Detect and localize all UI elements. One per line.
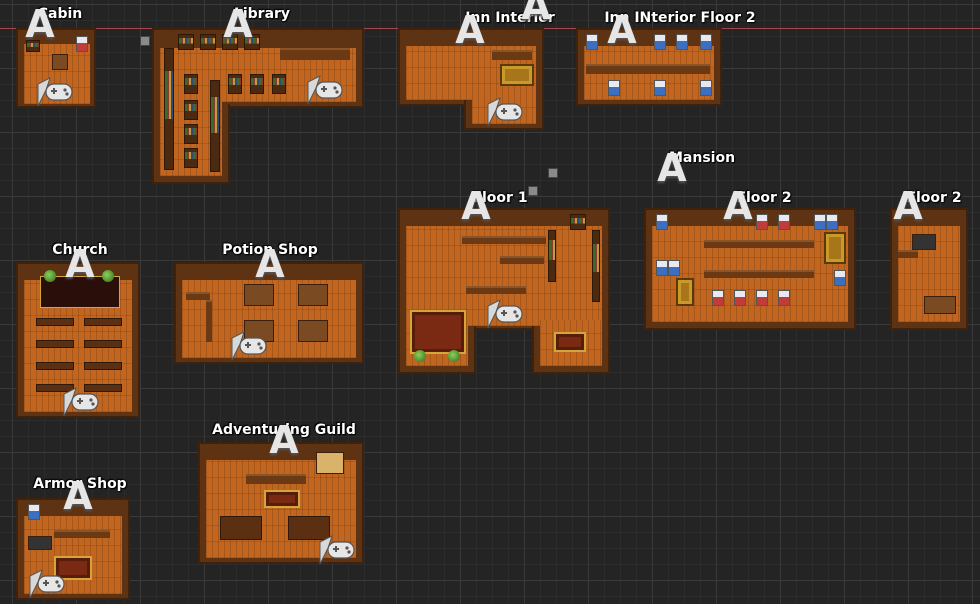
- autorun-event-icon[interactable]: A: [657, 146, 687, 190]
- autorun-event-icon[interactable]: A: [255, 242, 285, 286]
- autorun-event-icon[interactable]: A: [893, 184, 923, 228]
- map-title-cabin: Cabin: [37, 6, 83, 22]
- autorun-event-icon[interactable]: A: [461, 184, 491, 228]
- autorun-event-icon[interactable]: A: [455, 8, 485, 52]
- autorun-event-icon[interactable]: A: [607, 8, 637, 52]
- gamepad-icon[interactable]: [486, 90, 524, 128]
- gamepad-icon[interactable]: [486, 292, 524, 330]
- map-title-mansion-floor2b: Floor 2: [906, 190, 962, 206]
- gamepad-icon[interactable]: [230, 324, 268, 362]
- gamepad-icon[interactable]: [318, 528, 356, 566]
- map-title-church: Church: [52, 242, 108, 258]
- map-title-armor-shop: Armor Shop: [33, 476, 127, 492]
- autorun-event-icon[interactable]: A: [269, 418, 299, 462]
- gamepad-icon[interactable]: [62, 380, 100, 418]
- autorun-event-icon[interactable]: A: [223, 2, 253, 46]
- event-marker[interactable]: [140, 36, 150, 46]
- map-title-adventuring-guild: Adventuring Guild: [212, 422, 356, 438]
- autorun-event-icon[interactable]: A: [25, 2, 55, 46]
- map-title-inn-interior: Inn Interior: [465, 10, 555, 26]
- event-marker[interactable]: [548, 168, 558, 178]
- gamepad-icon[interactable]: [306, 68, 344, 106]
- map-title-mansion-floor2: Floor 2: [736, 190, 792, 206]
- gamepad-icon[interactable]: [36, 70, 74, 108]
- autorun-event-icon[interactable]: A: [65, 242, 95, 286]
- map-title-library: Library: [233, 6, 291, 22]
- map-title-potion-shop: Potion Shop: [222, 242, 318, 258]
- gamepad-icon[interactable]: [28, 562, 66, 600]
- event-marker[interactable]: [528, 186, 538, 196]
- autorun-event-icon[interactable]: A: [723, 184, 753, 228]
- map-title-inn-interior-floor2: Inn INterior Floor 2: [604, 10, 756, 26]
- autorun-event-icon[interactable]: A: [521, 0, 551, 28]
- map-title-mansion: Mansion: [668, 150, 736, 166]
- map-title-mansion-floor1: Floor 1: [472, 190, 528, 206]
- autorun-event-icon[interactable]: A: [63, 474, 93, 518]
